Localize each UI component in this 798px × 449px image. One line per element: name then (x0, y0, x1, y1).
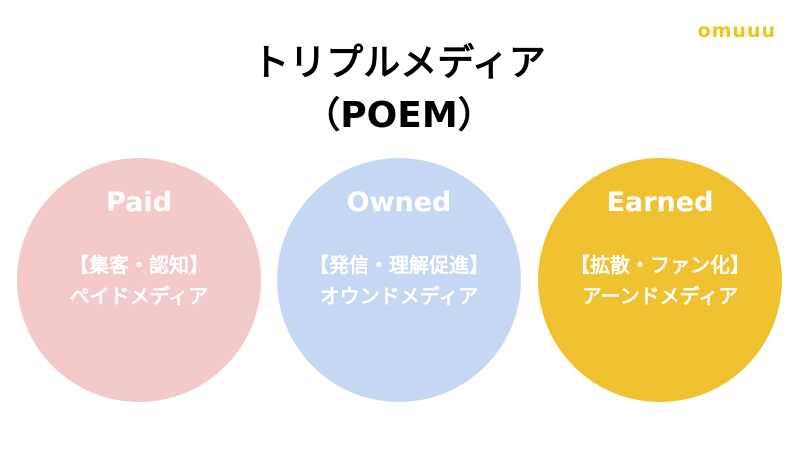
omuuu-logo: omuuu (697, 20, 776, 42)
circle-purpose: 【発信・理解促進】 (309, 253, 489, 277)
circle-name: ペイドメディア (69, 284, 209, 308)
paid-media-circle: Paid 【集客・認知】 ペイドメディア (17, 158, 261, 402)
owned-media-circle: Owned 【発信・理解促進】 オウンドメディア (277, 158, 521, 402)
circle-purpose: 【集客・認知】 (69, 253, 209, 277)
page-title: トリプルメディア (252, 41, 546, 84)
circle-title: Owned (346, 187, 452, 218)
circle-name: オウンドメディア (319, 284, 479, 308)
circle-purpose: 【拡散・ファン化】 (570, 253, 750, 277)
circle-title: Earned (606, 187, 714, 218)
circle-name: アーンドメディア (581, 284, 739, 308)
page-subtitle: （POEM） (304, 95, 494, 136)
earned-media-circle: Earned 【拡散・ファン化】 アーンドメディア (538, 158, 782, 402)
circle-title: Paid (106, 187, 172, 218)
